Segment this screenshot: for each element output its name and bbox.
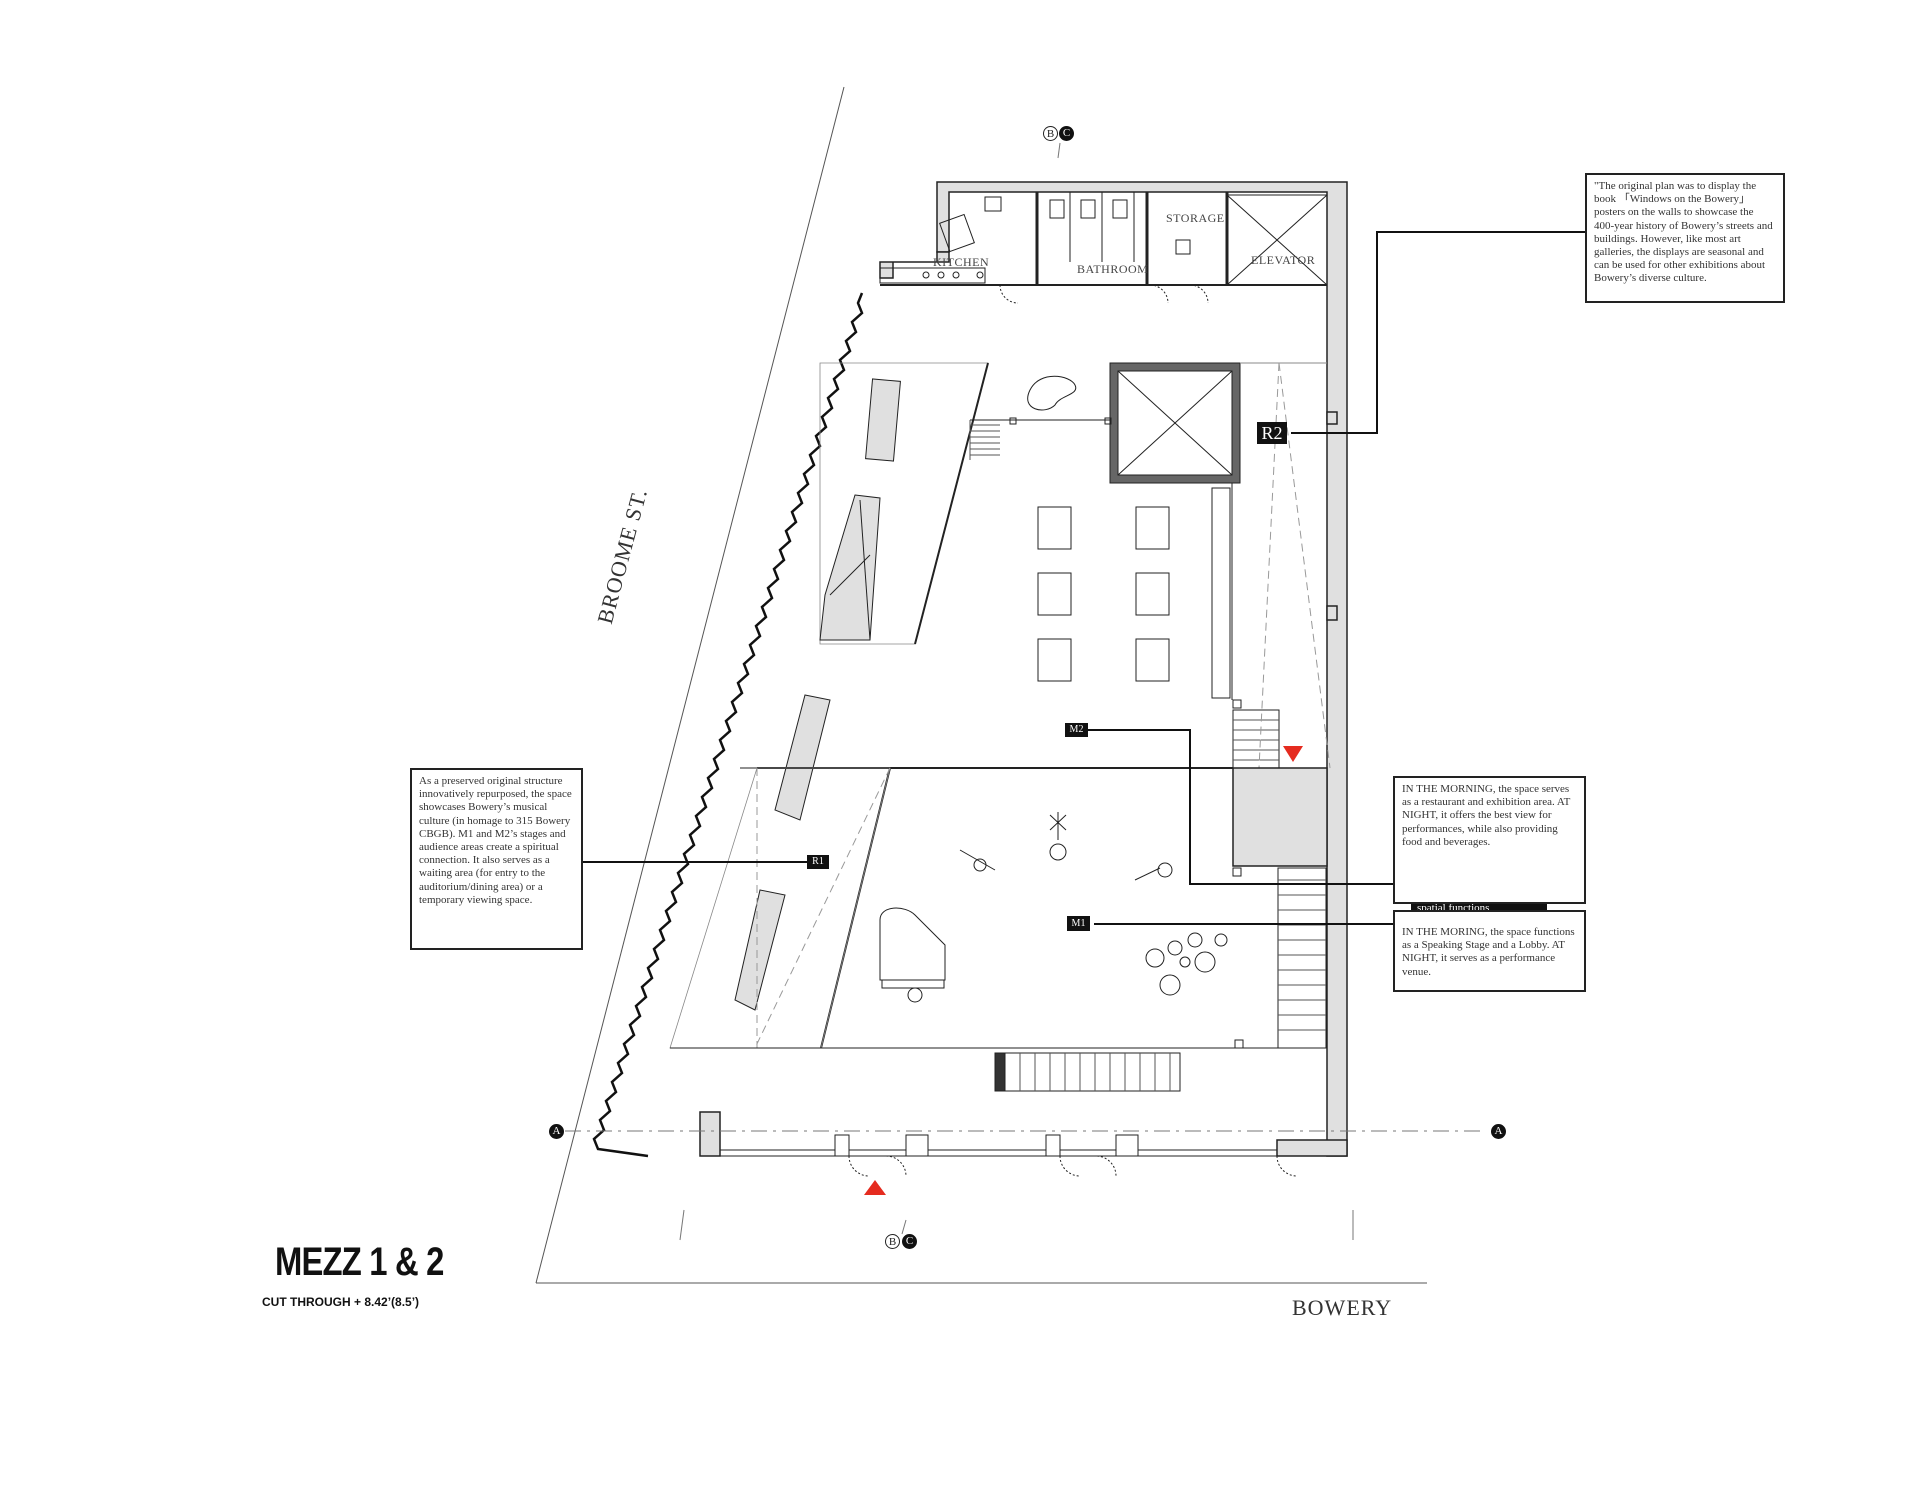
grid-bubble-a-right: A (1491, 1124, 1506, 1139)
grid-bubble-b-top: B (1043, 126, 1058, 141)
room-label-elevator: ELEVATOR (1251, 253, 1316, 267)
tag-m1: M1 (1067, 916, 1090, 931)
site-boundary (535, 86, 1427, 1284)
grid-bubble-a-left: A (549, 1124, 564, 1139)
plan-title: MEZZ 1 & 2 (275, 1240, 444, 1284)
broome-facade (592, 292, 864, 1158)
grid-bubble-b-bottom: B (885, 1234, 900, 1249)
note-m2: IN THE MORNING, the space serves as a re… (1393, 776, 1586, 904)
room-label-bathroom: BATHROOM (1077, 262, 1149, 276)
grid-bubble-c-bottom: C (902, 1234, 917, 1249)
plan-subtitle: CUT THROUGH + 8.42’(8.5’) (262, 1295, 420, 1309)
note-r2: "The original plan was to display the bo… (1585, 173, 1785, 303)
room-label-kitchen: KITCHEN (933, 255, 990, 269)
tag-r1: R1 (807, 855, 829, 869)
service-core (879, 192, 1328, 304)
grand-piano (879, 907, 946, 1003)
grid-bubble-c-top: C (1059, 126, 1074, 141)
tag-m2: M2 (1065, 723, 1088, 737)
grid-lines (565, 142, 1480, 1241)
dining-tables (1037, 506, 1170, 682)
tag-r2: R2 (1257, 422, 1287, 444)
drum-kit (1145, 932, 1228, 996)
exterior-walls (699, 181, 1348, 1157)
note-r1: As a preserved original structure innova… (410, 768, 583, 950)
entry-arrow-upper (1283, 746, 1303, 762)
m2-zone (734, 362, 1331, 1011)
note-m1: IN THE MORING, the space functions as a … (1393, 910, 1586, 992)
performers (959, 812, 1173, 881)
leader-lines (582, 231, 1585, 925)
m1-zone (669, 767, 1328, 1092)
room-label-storage: STORAGE (1166, 211, 1225, 225)
street-label-bowery: BOWERY (1292, 1295, 1393, 1320)
entry-arrow-main (864, 1180, 886, 1195)
bowery-facade (720, 1134, 1298, 1177)
